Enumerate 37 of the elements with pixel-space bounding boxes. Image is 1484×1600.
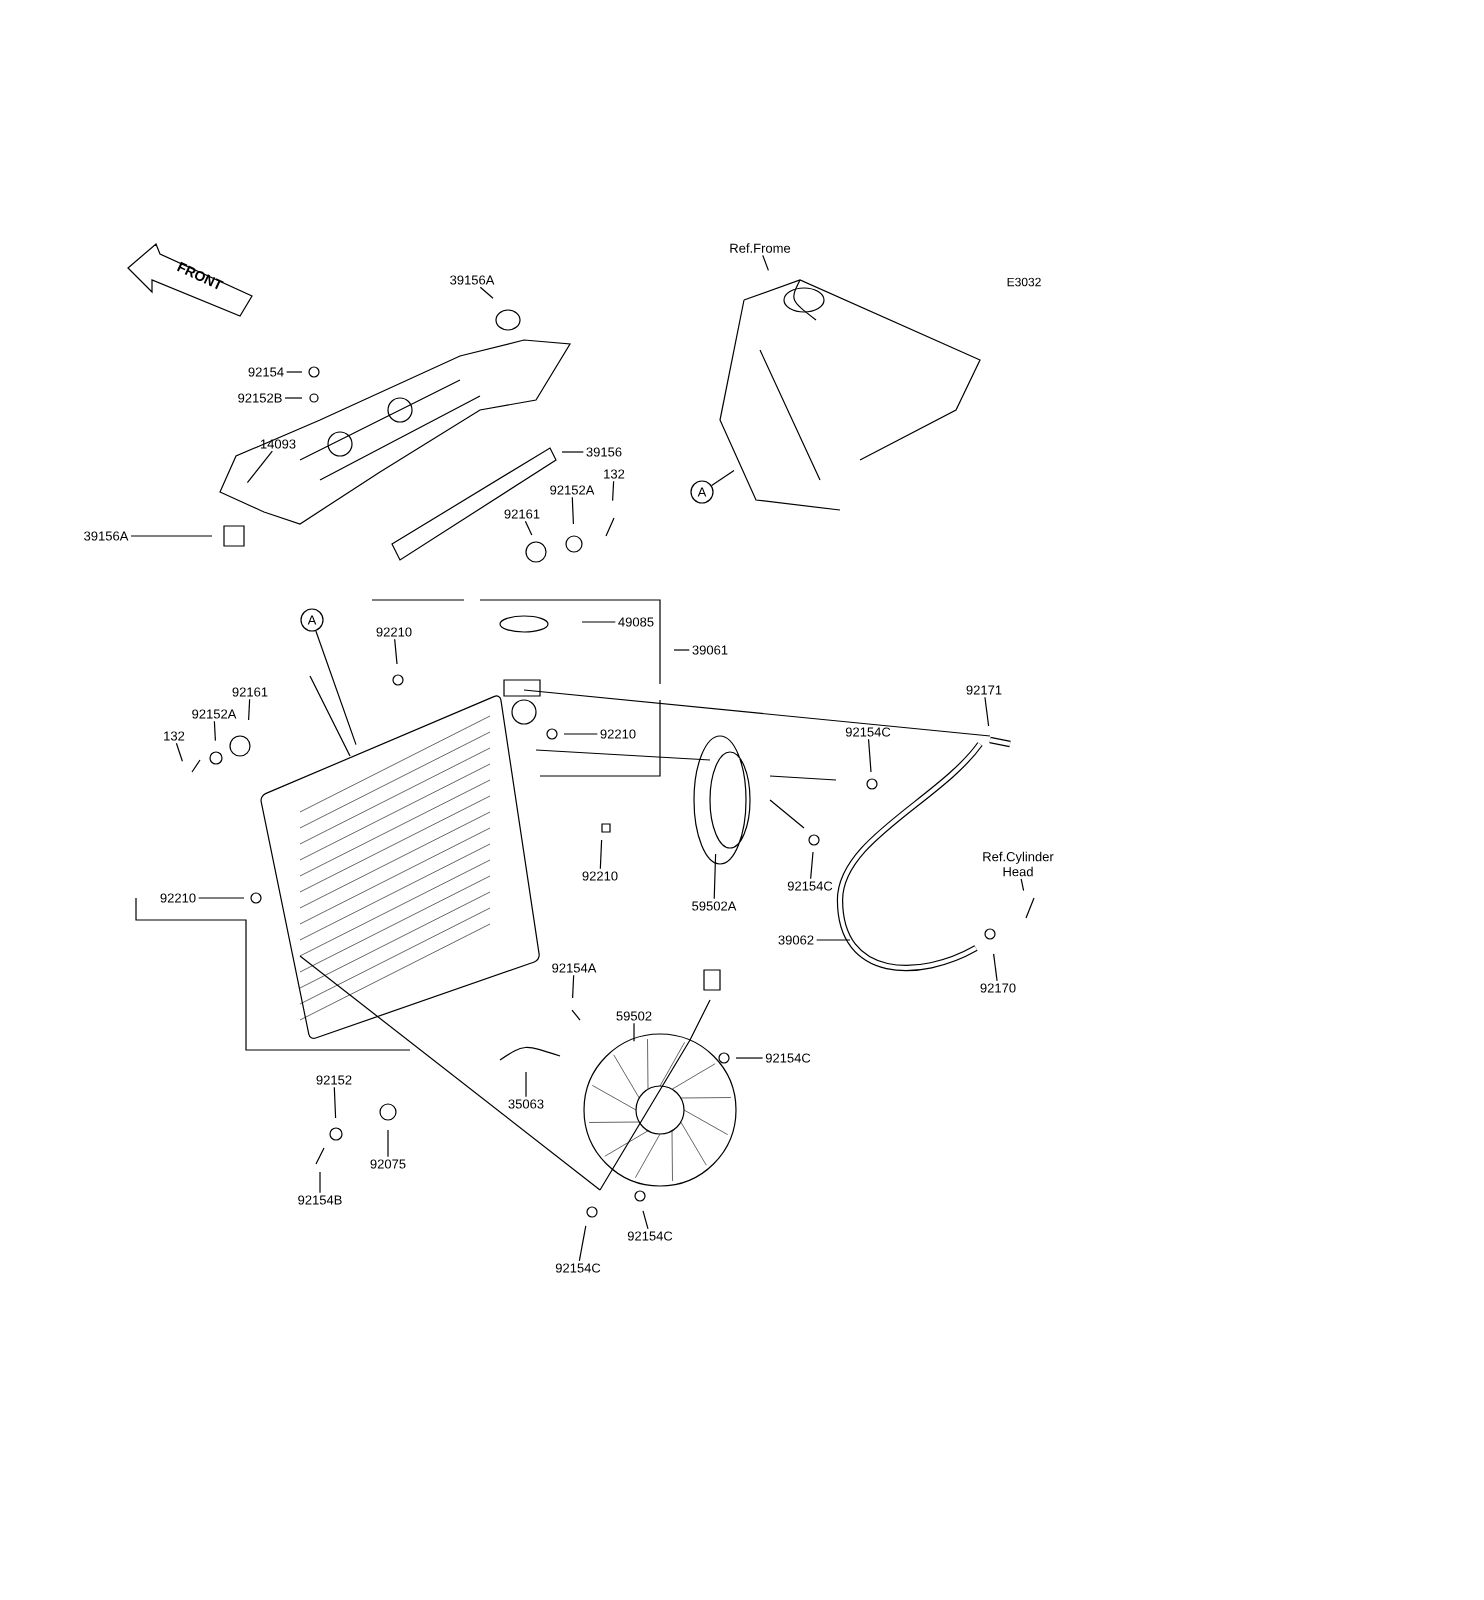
leader-line	[984, 696, 990, 727]
leader-line	[816, 939, 851, 941]
leader-line	[198, 897, 245, 899]
leader-line	[633, 1022, 635, 1042]
leader-line	[642, 1210, 649, 1230]
leader-line	[571, 496, 574, 525]
leader-line	[581, 621, 616, 623]
leader-line	[286, 371, 303, 373]
leader-line	[711, 470, 735, 487]
leader-line	[713, 853, 717, 900]
leader-line	[612, 480, 615, 502]
leader-line	[524, 520, 533, 536]
leader-line	[248, 698, 251, 721]
leader-line	[572, 974, 575, 999]
leader-line	[130, 535, 213, 537]
leader-line	[315, 630, 357, 746]
leader-line	[246, 450, 273, 484]
leader-line	[1020, 878, 1025, 892]
leader-line	[993, 953, 998, 982]
leader-line	[867, 738, 872, 773]
leader-line	[387, 1129, 389, 1158]
leader-line	[599, 839, 603, 870]
leader-line	[561, 451, 584, 453]
leader-line	[333, 1086, 337, 1119]
leader-line	[578, 1225, 587, 1262]
leader-line	[673, 649, 690, 651]
leader-line	[284, 397, 303, 399]
leader-line	[810, 851, 814, 880]
leader-line	[479, 286, 494, 299]
leader-line	[735, 1057, 764, 1059]
leader-line	[394, 638, 398, 665]
leader-line	[762, 254, 769, 271]
leader-line	[563, 733, 598, 735]
leader-line	[319, 1171, 321, 1194]
leader-line	[213, 720, 216, 742]
leader-line	[175, 742, 183, 762]
leader-line	[525, 1071, 527, 1098]
